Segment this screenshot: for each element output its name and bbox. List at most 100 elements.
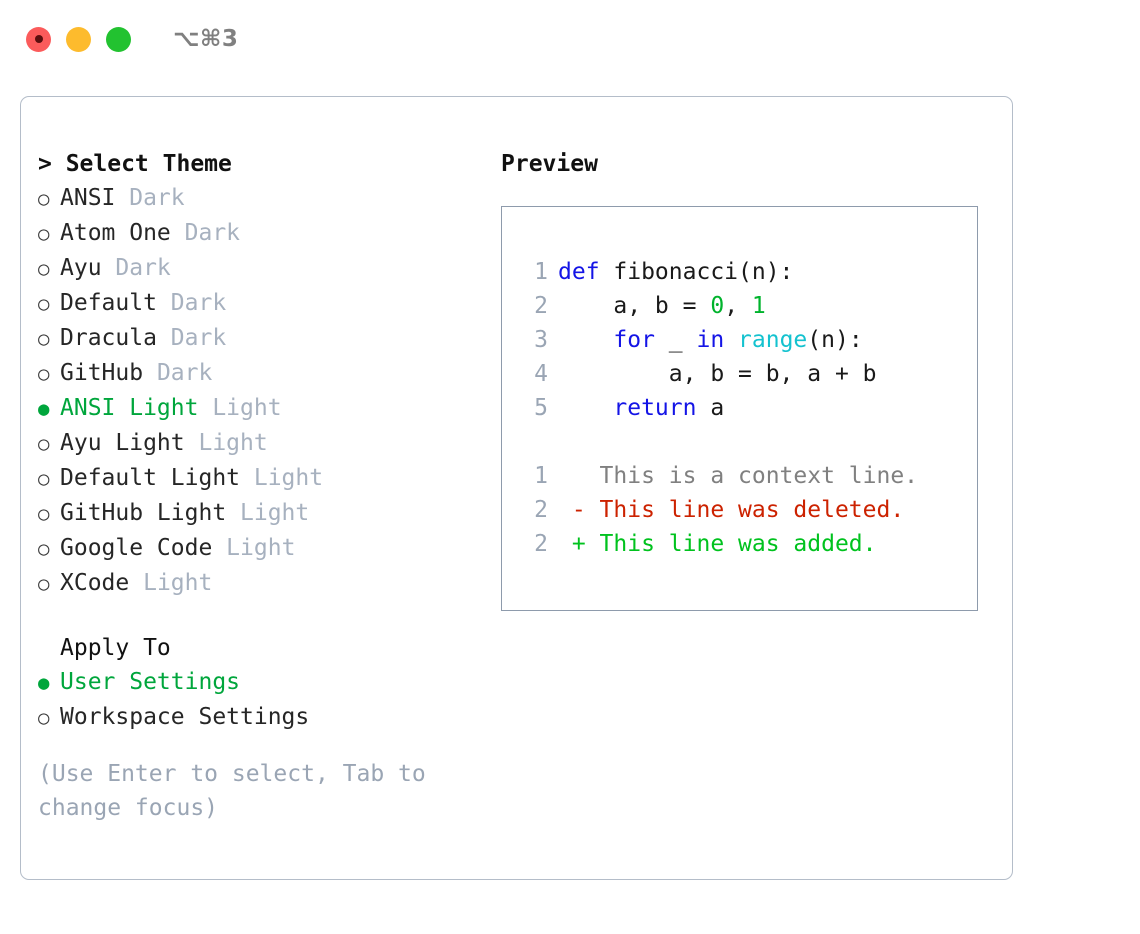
theme-name-label: Default Light	[60, 465, 241, 491]
theme-name-label: Atom One	[60, 220, 171, 246]
theme-list-item[interactable]: ○Ayu Light Light	[38, 426, 488, 461]
code-token: + This line was added.	[558, 531, 877, 557]
theme-name-label: ANSI Light	[60, 395, 199, 421]
theme-name-label: XCode	[60, 570, 130, 596]
code-token: _	[654, 327, 697, 353]
radio-unselected-icon: ○	[38, 573, 50, 595]
code-line: 1 def fibonacci(n):	[520, 255, 977, 289]
title-bar: ⌥⌘3	[0, 0, 1140, 78]
diff-line: 1 This is a context line.	[520, 459, 977, 493]
maximize-button[interactable]	[106, 26, 131, 52]
apply-to-list: ● User Settings ○ Workspace Settings	[38, 665, 488, 735]
radio-unselected-icon: ○	[38, 433, 50, 455]
code-token: in	[696, 327, 725, 353]
theme-name-label: GitHub	[60, 360, 144, 386]
line-number: 3	[534, 327, 548, 353]
radio-unselected-icon: ○	[38, 538, 50, 560]
theme-variant-badge: Dark	[115, 185, 185, 211]
code-line: 5 return a	[520, 391, 977, 425]
theme-list-item[interactable]: ○ GitHub Dark	[38, 356, 488, 391]
theme-variant-badge: Light	[198, 395, 282, 421]
select-theme-heading: > Select Theme	[38, 151, 232, 177]
code-token	[724, 323, 738, 357]
apply-to-item[interactable]: ● User Settings	[38, 665, 488, 700]
code-line: 4 a, b = b, a + b	[520, 357, 977, 391]
theme-name-label: Ayu Light	[60, 430, 185, 456]
diff-line: 2 + This line was added.	[520, 527, 977, 561]
code-token: range	[738, 327, 808, 353]
code-token: - This line was deleted.	[558, 497, 905, 523]
code-token: This is a context line.	[558, 463, 919, 489]
line-number: 2	[534, 531, 548, 557]
theme-variant-badge: Light	[226, 500, 310, 526]
code-token: fibonacci(n):	[599, 259, 794, 285]
close-button[interactable]	[26, 26, 51, 52]
radio-unselected-icon: ○	[38, 468, 50, 490]
line-number: 4	[534, 361, 548, 387]
theme-name-label: Default	[60, 290, 157, 316]
line-number: 1	[534, 259, 548, 285]
code-token: ,	[724, 293, 752, 319]
radio-unselected-icon: ○	[38, 188, 50, 210]
radio-selected-icon: ●	[38, 398, 50, 420]
line-number: 5	[534, 395, 548, 421]
code-token: a, b = b, a + b	[558, 361, 877, 387]
code-line: 2 a, b = 0, 1	[520, 289, 977, 323]
radio-unselected-icon: ○	[38, 223, 50, 245]
theme-list-item[interactable]: ○ Dracula Dark	[38, 321, 488, 356]
code-token	[558, 391, 613, 425]
theme-variant-badge: Dark	[156, 290, 227, 316]
code-token: a, b =	[558, 293, 711, 319]
theme-name-label: Dracula	[60, 325, 157, 351]
theme-list-item[interactable]: ○Google Code Light	[38, 531, 488, 566]
theme-list-item[interactable]: ○ Default Dark	[38, 286, 488, 321]
radio-unselected-icon: ○	[38, 707, 50, 729]
keyboard-shortcut-label: ⌥⌘3	[173, 26, 239, 52]
code-token: a	[696, 395, 725, 421]
theme-variant-badge: Dark	[101, 255, 171, 281]
theme-name-label: Ayu	[60, 255, 102, 281]
theme-list-item[interactable]: ○ Ayu Dark	[38, 251, 488, 286]
code-token: return	[613, 395, 697, 421]
theme-variant-badge: Dark	[143, 360, 213, 386]
radio-unselected-icon: ○	[38, 258, 50, 280]
apply-to-heading: Apply To	[60, 635, 171, 661]
theme-list-item[interactable]: ○ GitHub Light Light	[38, 496, 488, 531]
code-token: for	[613, 327, 655, 353]
apply-to-item[interactable]: ○ Workspace Settings	[38, 700, 488, 735]
line-number: 2	[534, 293, 548, 319]
theme-variant-badge: Dark	[156, 325, 227, 351]
theme-variant-badge: Light	[240, 465, 324, 491]
keyboard-hint-text: (Use Enter to select, Tab to change focu…	[38, 761, 440, 821]
theme-list-item[interactable]: ○ ANSI Dark	[38, 181, 488, 216]
radio-unselected-icon: ○	[38, 363, 50, 385]
radio-unselected-icon: ○	[38, 503, 50, 525]
theme-list-item[interactable]: ○ Default Light Light	[38, 461, 488, 496]
preview-spacer	[520, 425, 977, 459]
theme-variant-badge: Dark	[170, 220, 241, 246]
theme-name-label: ANSI	[60, 185, 116, 211]
window-controls	[26, 26, 131, 52]
theme-list-item[interactable]: ○ XCode Light	[38, 566, 488, 601]
radio-selected-icon: ●	[38, 672, 50, 694]
radio-unselected-icon: ○	[38, 328, 50, 350]
minimize-button[interactable]	[66, 26, 91, 52]
theme-list-item[interactable]: ○ Atom One Dark	[38, 216, 488, 251]
apply-to-label: User Settings	[60, 669, 241, 695]
theme-list-item[interactable]: ● ANSI Light Light	[38, 391, 488, 426]
theme-name-label: GitHub Light	[60, 500, 227, 526]
code-token: def	[558, 259, 600, 285]
code-token: (n):	[807, 327, 863, 353]
apply-to-label: Workspace Settings	[60, 704, 310, 730]
line-number: 2	[534, 497, 548, 523]
code-token: 0	[710, 293, 725, 319]
theme-variant-badge: Light	[129, 570, 213, 596]
code-line: 3 for _ in range(n):	[520, 323, 977, 357]
theme-picker-column: > Select Theme ○ANSI Dark○Atom One Dark○…	[38, 147, 488, 825]
code-token	[558, 323, 613, 357]
radio-unselected-icon: ○	[38, 293, 50, 315]
